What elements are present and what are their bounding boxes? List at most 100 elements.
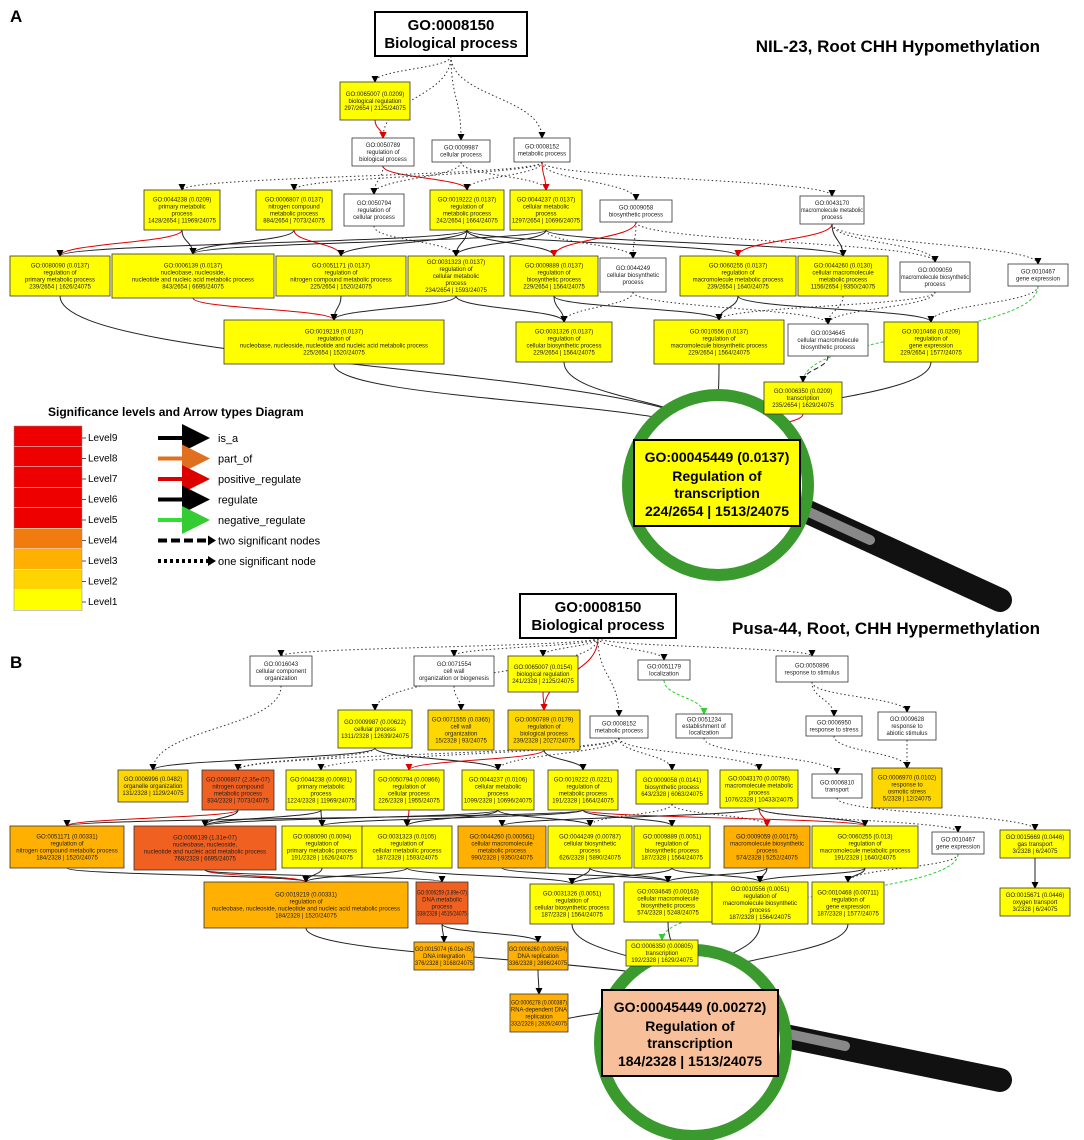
legend-level-label: Level2 bbox=[88, 577, 118, 588]
go-term-box bbox=[143, 189, 221, 231]
go-term-node: GO:0044260 (0.0130)cellular macromolecul… bbox=[797, 255, 889, 297]
go-term-node: GO:0019219 (0.0137)regulation ofnucleoba… bbox=[223, 319, 445, 365]
panel-a: A NIL-23, Root CHH Hypomethylation GO:00… bbox=[9, 7, 1069, 612]
magnified-node-name-line1: Regulation of bbox=[645, 1018, 735, 1034]
graph-edge bbox=[290, 161, 543, 191]
go-term-node: GO:0065007 (0.0209)biological regulation… bbox=[339, 81, 411, 121]
graph-edge bbox=[63, 809, 584, 827]
go-term-text: GO:0080090 (0.0094) bbox=[293, 835, 351, 841]
go-term-text: 242/2654 | 1664/24075 bbox=[436, 219, 498, 225]
go-term-box bbox=[529, 883, 615, 925]
legend-level-frame bbox=[13, 425, 83, 611]
graph-edge bbox=[501, 867, 672, 883]
panel-b-magnifier: GO:00045449 (0.00272) Regulation of tran… bbox=[594, 944, 1012, 1140]
go-term-box bbox=[711, 881, 809, 925]
go-term-text: nucleobase, nucleoside, nucleotide and n… bbox=[240, 344, 428, 350]
go-term-box bbox=[111, 253, 275, 299]
go-term-text: regulation of bbox=[537, 271, 570, 277]
go-term-text: GO:0044238 (0.0209) bbox=[153, 198, 211, 204]
go-term-text: 225/2654 | 1520/24075 bbox=[303, 351, 365, 357]
go-term-text: cell wall bbox=[450, 725, 471, 731]
go-term-text: macromolecule biosynthetic bbox=[901, 275, 969, 281]
legend-level-swatch bbox=[14, 487, 82, 508]
go-term-node: GO:0009058 (0.0141)biosynthetic process6… bbox=[635, 769, 709, 805]
go-term-text: cellular metabolic process bbox=[372, 849, 441, 855]
go-term-text: 626/2328 | 5890/24075 bbox=[559, 856, 621, 862]
graph-edge bbox=[715, 291, 936, 321]
legend-level-label: Level3 bbox=[88, 556, 118, 567]
go-term-text: cellular macromolecule bbox=[637, 897, 699, 903]
go-term-text: organization bbox=[265, 676, 298, 682]
go-term-text: GO:0065007 (0.0209) bbox=[346, 92, 404, 98]
go-term-box bbox=[255, 189, 333, 231]
magnifier-neck bbox=[795, 503, 875, 545]
go-term-text: response to stimulus bbox=[784, 671, 839, 677]
go-term-text: GO:0010468 (0.00711) bbox=[817, 891, 878, 897]
go-term-text: 235/2654 | 1629/24075 bbox=[772, 403, 834, 409]
graph-edge bbox=[703, 737, 841, 775]
graph-edge bbox=[734, 223, 833, 257]
go-term-text: primary metabolic bbox=[158, 205, 205, 211]
go-term-node: GO:0044260 (0.000561)cellular macromolec… bbox=[457, 825, 547, 869]
go-term-text: GO:0019219 (0.0137) bbox=[305, 330, 363, 336]
go-term-node: GO:0010556 (0.0051)regulation ofmacromol… bbox=[711, 881, 809, 925]
panel-a-root-name: Biological process bbox=[384, 35, 517, 52]
go-term-text: metabolic process bbox=[214, 792, 262, 798]
go-term-text: organization or biogenesis bbox=[419, 676, 489, 682]
graph-edge bbox=[582, 809, 869, 827]
graph-edge bbox=[330, 295, 457, 321]
go-term-text: cellular process bbox=[388, 792, 430, 798]
go-term-box bbox=[117, 769, 189, 803]
graph-edge bbox=[450, 637, 599, 657]
go-term-box bbox=[507, 655, 579, 693]
go-term-text: metabolic process bbox=[595, 729, 643, 735]
go-term-node: GO:0009987 (0.00622)cellular process1311… bbox=[337, 709, 413, 749]
graph-edge bbox=[379, 55, 452, 139]
go-term-box bbox=[811, 825, 919, 869]
graph-edge bbox=[799, 355, 829, 383]
graph-edge bbox=[597, 637, 816, 657]
go-term-text: organelle organization bbox=[123, 784, 182, 790]
go-term-node: GO:0071555 (0.0365)cell wallorganization… bbox=[427, 709, 495, 751]
graph-edge bbox=[539, 637, 599, 657]
go-term-text: transcription bbox=[646, 951, 679, 957]
go-term-box bbox=[509, 993, 569, 1033]
go-term-text: regulation of bbox=[721, 271, 754, 277]
graph-edge bbox=[540, 691, 548, 711]
go-term-text: 843/2654 | 6695/24075 bbox=[162, 285, 224, 291]
go-term-box bbox=[457, 825, 547, 869]
go-term-node: GO:0006807 (2.35e-07)nitrogen compoundme… bbox=[201, 769, 275, 811]
go-term-text: GO:0060255 (0.013) bbox=[837, 835, 892, 841]
go-term-text: metabolic process bbox=[270, 212, 318, 218]
go-term-box bbox=[407, 255, 505, 297]
go-term-text: cellular biosynthetic bbox=[607, 273, 659, 279]
go-term-text: biological regulation bbox=[516, 672, 569, 678]
go-term-text: GO:0009058 (0.0141) bbox=[643, 778, 701, 784]
go-term-node: GO:0006350 (0.00805)transcription192/232… bbox=[625, 939, 699, 967]
graph-edge bbox=[374, 747, 502, 771]
go-term-box bbox=[877, 711, 937, 741]
legend-level-swatch bbox=[14, 528, 82, 549]
graph-edge bbox=[382, 165, 471, 191]
go-term-text: cellular component bbox=[256, 669, 307, 675]
go-term-box bbox=[413, 941, 475, 971]
go-term-text: GO:0010467 bbox=[941, 838, 976, 844]
go-term-text: 884/2654 | 7073/24075 bbox=[263, 219, 325, 225]
go-term-text: 239/2654 | 1640/24075 bbox=[707, 285, 769, 291]
go-term-text: cellular biosynthetic process bbox=[526, 344, 601, 350]
graph-edge bbox=[318, 809, 584, 827]
go-term-text: cellular macromolecule bbox=[471, 842, 533, 848]
legend-level-label: Level8 bbox=[88, 454, 118, 465]
go-term-box bbox=[413, 655, 495, 687]
go-term-box bbox=[623, 881, 713, 923]
go-term-text: regulation of bbox=[450, 205, 483, 211]
go-term-node: GO:0010556 (0.0137)regulation ofmacromol… bbox=[653, 319, 785, 365]
go-term-node: GO:0006139 (1.31e-07)nucleobase, nucleos… bbox=[133, 825, 277, 871]
go-term-text: GO:0051234 bbox=[687, 717, 722, 723]
graph-edge bbox=[664, 867, 768, 883]
